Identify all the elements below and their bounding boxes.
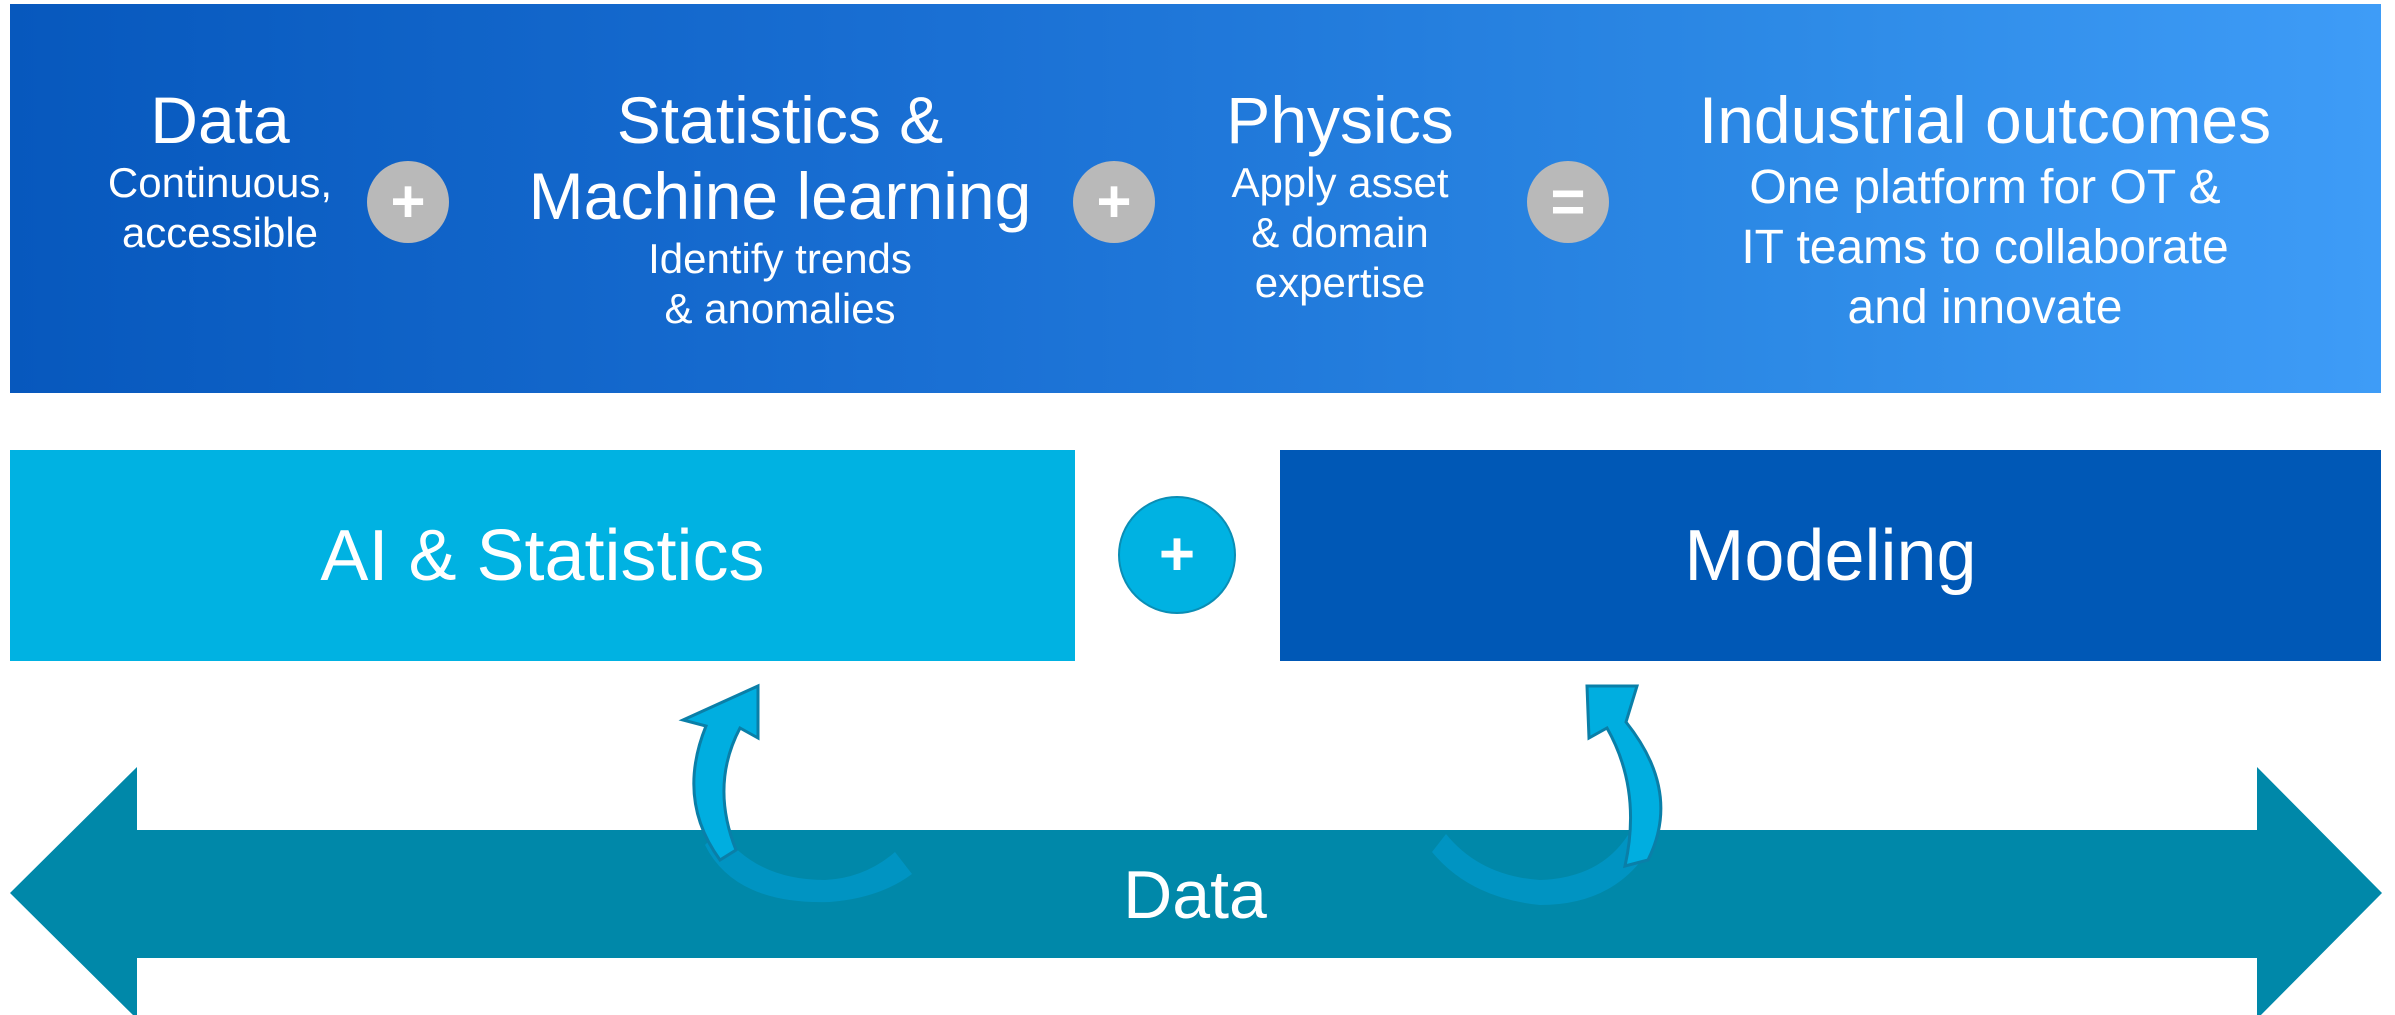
banner-item-statistics-ml: Statistics & Machine learning Identify t… <box>500 82 1060 334</box>
double-arrow-icon <box>10 767 2382 1015</box>
banner-item-title: Data <box>150 83 290 157</box>
ai-statistics-box: AI & Statistics <box>10 450 1075 661</box>
ai-statistics-label: AI & Statistics <box>320 515 765 596</box>
modeling-label: Modeling <box>1684 515 1977 596</box>
plus-icon: + <box>1118 496 1236 614</box>
curved-arrow-icon <box>678 683 912 903</box>
banner-item-data: Data Continuous, accessible <box>80 82 360 258</box>
banner-item-subtitle-line: expertise <box>1254 259 1426 306</box>
banner-item-title: Machine learning <box>528 159 1032 233</box>
banner-item-subtitle-line: accessible <box>121 209 319 256</box>
data-arrow-label: Data <box>1123 857 1267 933</box>
banner-item-subtitle-line: & anomalies <box>664 285 896 332</box>
banner-item-subtitle-line: Apply asset <box>1231 159 1449 206</box>
plus-icon: + <box>367 161 449 243</box>
banner-item-title: Physics <box>1226 83 1454 157</box>
banner-item-subtitle-line: & domain <box>1251 209 1429 256</box>
banner-item-subtitle-line: and innovate <box>1847 281 2123 334</box>
banner-item-subtitle-line: Identify trends <box>648 235 912 282</box>
banner-item-subtitle-line: IT teams to collaborate <box>1741 221 2229 274</box>
banner-item-title: Statistics & <box>616 83 944 157</box>
top-banner: Data Continuous, accessible + Statistics… <box>10 4 2381 393</box>
modeling-box: Modeling <box>1280 450 2381 661</box>
banner-item-subtitle-line: One platform for OT & <box>1749 161 2221 214</box>
banner-item-subtitle-line: Continuous, <box>107 159 333 206</box>
equals-icon: = <box>1527 161 1609 243</box>
banner-item-industrial-outcomes: Industrial outcomes One platform for OT … <box>1650 82 2320 338</box>
banner-item-physics: Physics Apply asset & domain expertise <box>1175 82 1505 308</box>
plus-icon: + <box>1073 161 1155 243</box>
banner-item-title: Industrial outcomes <box>1698 83 2272 157</box>
curved-arrow-icon <box>1432 684 1663 905</box>
